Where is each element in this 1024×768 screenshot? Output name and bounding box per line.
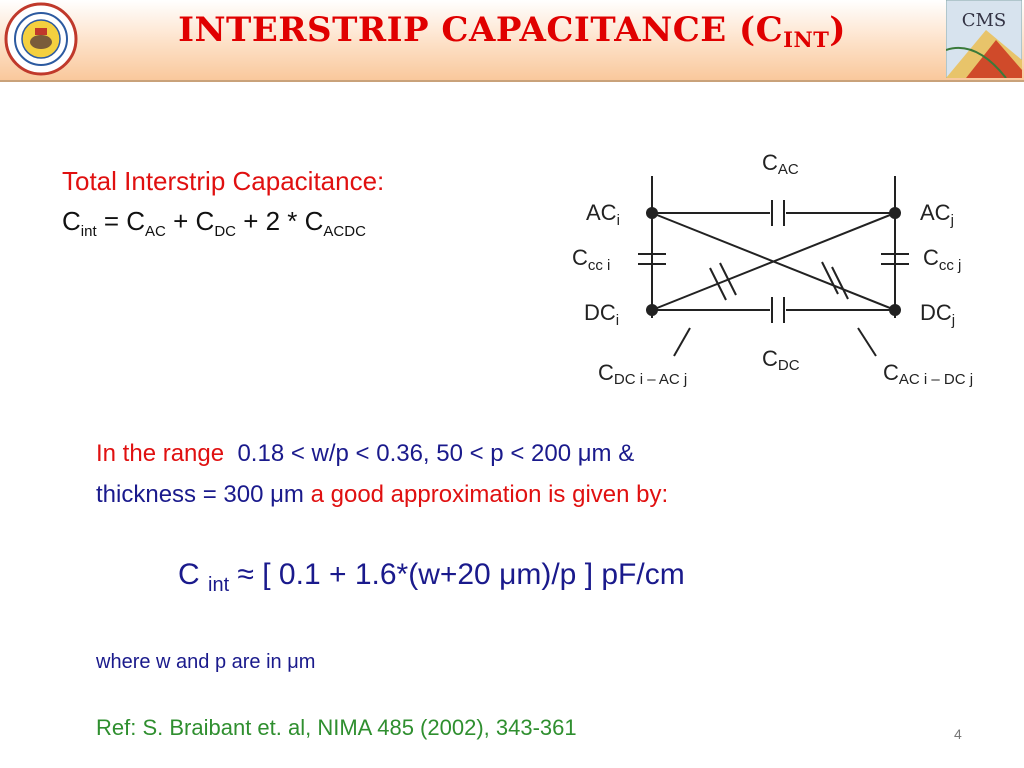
label-dc-i: DCi [584, 300, 619, 329]
label-ac-j: ACj [920, 200, 954, 229]
approximation-formula: C int ≈ [ 0.1 + 1.6*(w+20 μm)/p ] pF/cm [178, 558, 685, 596]
units-note: where w and p are in μm [96, 651, 316, 673]
label-ccc-i: Ccc i [572, 245, 610, 274]
cms-logo: CMS [946, 0, 1022, 78]
total-capacitance-formula: Cint = CAC + CDC + 2 * CACDC [62, 206, 366, 241]
label-c-aci-dcj: CAC i – DC j [883, 360, 973, 388]
slide-header: INTERSTRIP CAPACITANCE (CINT) CMS [0, 0, 1024, 82]
total-capacitance-heading: Total Interstrip Capacitance: [62, 166, 385, 196]
range-line-2: thickness = 300 μm a good approximation … [96, 481, 669, 508]
page-number: 4 [954, 726, 962, 742]
cms-logo-text: CMS [962, 10, 1007, 31]
interstrip-capacitance-circuit: CAC ACi ACj Ccc i Ccc j DCi DCj CDC CDC … [572, 150, 973, 388]
university-seal-logo [4, 2, 78, 76]
range-line-1: In the range 0.18 < w/p < 0.36, 50 < p <… [96, 440, 635, 467]
label-ac-i: ACi [586, 200, 620, 229]
label-c-dc: CDC [762, 346, 800, 374]
label-ccc-j: Ccc j [923, 245, 961, 274]
label-dc-j: DCj [920, 300, 955, 329]
label-c-dci-acj: CDC i – AC j [598, 360, 687, 388]
label-c-ac: CAC [762, 150, 799, 178]
reference-citation: Ref: S. Braibant et. al, NIMA 485 (2002)… [96, 715, 577, 740]
slide-title: INTERSTRIP CAPACITANCE (CINT) [178, 10, 846, 52]
